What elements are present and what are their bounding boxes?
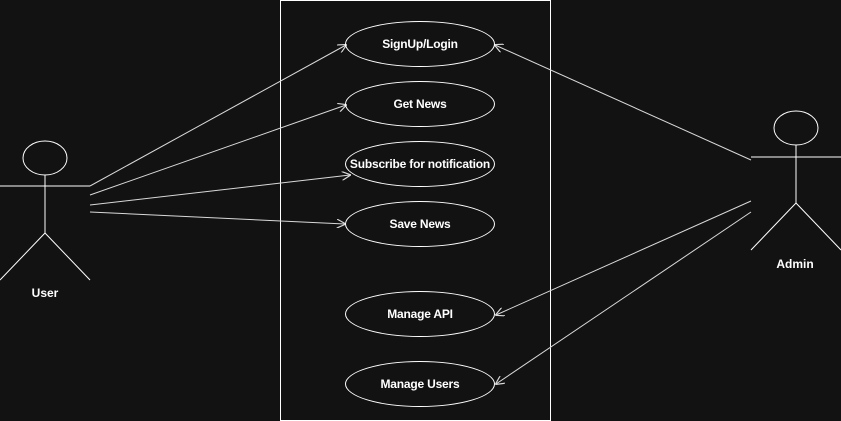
usecase-subscribe-notification[interactable]: Subscribe for notification: [345, 141, 495, 187]
admin-actor-left-leg: [750, 202, 797, 251]
association-admin-manage-api: [496, 200, 752, 315]
usecase-get-news[interactable]: Get News: [345, 81, 495, 127]
admin-actor-right-leg: [795, 202, 841, 251]
association-user-subscribe: [89, 175, 350, 206]
usecase-manage-users[interactable]: Manage Users: [345, 361, 495, 407]
user-actor-left-leg: [0, 232, 46, 281]
association-user-get-news: [89, 105, 346, 196]
usecase-manage-api[interactable]: Manage API: [345, 291, 495, 337]
user-actor-head: [22, 140, 68, 176]
user-actor-figure[interactable]: [0, 140, 91, 281]
association-user-signup-login: [89, 45, 346, 187]
admin-actor-label: Admin: [776, 257, 814, 271]
usecase-signup-login[interactable]: SignUp/Login: [345, 21, 495, 67]
admin-actor-figure[interactable]: [750, 110, 841, 251]
association-admin-signup-login: [495, 45, 752, 161]
association-admin-manage-users: [496, 211, 752, 384]
usecase-save-news[interactable]: Save News: [345, 201, 495, 247]
user-actor-label: User: [31, 286, 59, 300]
association-user-save-news: [89, 211, 345, 224]
user-actor-right-leg: [44, 232, 91, 281]
admin-actor-head: [773, 110, 819, 146]
